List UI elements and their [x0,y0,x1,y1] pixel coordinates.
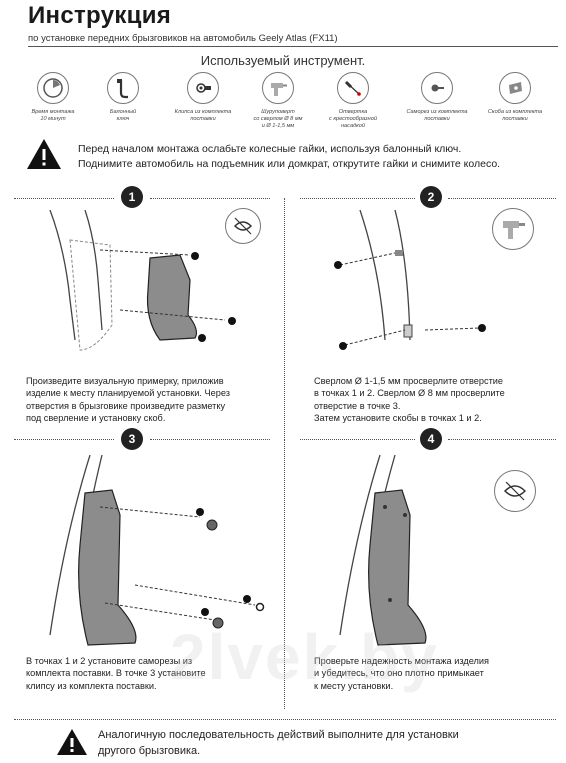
step-4-illustration [339,455,427,646]
step-4-text: Проверьте надежность монтажа изделия и у… [314,656,489,691]
tool-screwdriver: Отвертка с крестообразной насадкой [316,72,390,130]
warning-top-text: Перед началом монтажа ослабьте колесные … [78,143,501,171]
screwdriver-icon [337,72,369,104]
marker-1 [191,252,199,260]
tool-caption: Саморез из комплекта поставки [406,109,468,122]
clip-icon [255,602,265,612]
warning-icon [26,138,62,175]
tool-caption: Шуруповерт со сверлом Ø 8 мм и Ø 1-1,5 м… [253,109,303,129]
tool-clip: Клипса из комплекта поставки [166,72,240,123]
tool-caption: Клипса из комплекта поставки [174,109,232,122]
step-3-text: В точках 1 и 2 установите саморезы из ко… [26,656,206,691]
marker-3 [478,324,486,332]
page-title: Инструкция [28,2,172,29]
bracket-icon [499,72,531,104]
tool-caption: Скоба из комплекта поставки [487,109,543,122]
step-1-text: Произведите визуальную примерку, приложи… [26,376,230,424]
warning-bottom-text: Аналогичную последовательность действий … [98,729,459,757]
step-2-drill-icon [476,208,550,250]
screw-icon [206,519,218,531]
step-number-1: 1 [121,186,143,208]
title-divider [28,46,558,47]
step-4-eye-icon [478,470,552,512]
marker-1 [334,261,342,269]
marker-2 [201,608,209,616]
separator [448,439,556,440]
screw-icon [212,617,224,629]
clip-icon [187,72,219,104]
step-2-illustration [334,210,486,350]
tool-drill: Шуруповерт со сверлом Ø 8 мм и Ø 1-1,5 м… [241,72,315,130]
step-number-2: 2 [420,186,442,208]
step-1-illustration [49,210,236,351]
separator [300,198,415,199]
eye-inspect-icon [494,470,536,512]
page-subtitle: по установке передних брызговиков на авт… [28,33,338,44]
tools-heading: Используемый инструмент. [200,53,366,68]
screw-icon [421,72,453,104]
tool-bracket: Скоба из комплекта поставки [478,72,552,123]
tool-caption: Время монтажа 10 минут [31,109,75,122]
drill-icon [262,72,294,104]
watermark: 2lvek.by [170,621,439,693]
step-number-4: 4 [420,428,442,450]
tool-wrench: Балонный ключ [86,72,160,123]
separator [284,439,285,709]
marker-1 [196,508,204,516]
tool-caption: Отвертка с крестообразной насадкой [329,109,377,129]
tool-screw: Саморез из комплекта поставки [400,72,474,123]
separator [150,198,270,199]
separator [284,198,285,438]
step-2-text: Сверлом Ø 1-1,5 мм просверлите отверстие… [314,376,505,424]
separator [300,439,415,440]
separator [448,198,556,199]
separator [14,439,114,440]
wrench-icon [107,72,139,104]
separator [150,439,270,440]
separator [14,198,114,199]
tool-time: Время монтажа 10 минут [16,72,90,123]
step-number-3: 3 [121,428,143,450]
step-3-illustration [49,455,265,646]
step-1-eye-icon [206,208,280,244]
marker-3 [243,595,251,603]
separator [14,719,556,720]
warning-icon [56,728,88,761]
drill-icon [492,208,534,250]
clock-icon [37,72,69,104]
tool-caption: Балонный ключ [109,109,137,122]
eye-inspect-icon [225,208,261,244]
marker-2 [339,342,347,350]
marker-3 [228,317,236,325]
marker-2 [198,334,206,342]
